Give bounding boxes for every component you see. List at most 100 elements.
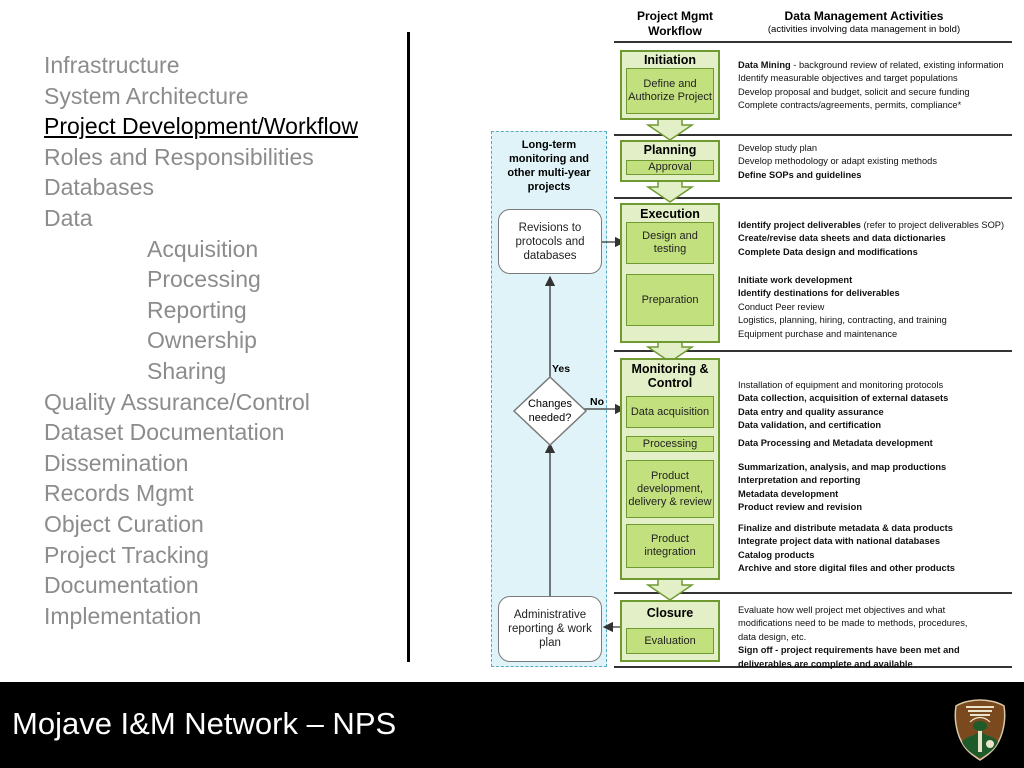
activity-text: Integrate project data with national dat… — [738, 536, 940, 547]
navigation-list: Infrastructure System Architecture Proje… — [44, 50, 358, 631]
activity-text: Metadata development — [738, 488, 839, 499]
step-processing: Processing — [626, 436, 714, 452]
activities-execution-design: Identify project deliverables (refer to … — [738, 219, 1004, 259]
activity-text: (refer to project deliverables SOP) — [860, 220, 1005, 230]
phase-execution-title: Execution — [640, 207, 700, 221]
activity-line: Complete Data design and modifications — [738, 246, 1004, 259]
activities-monitoring-products: Summarization, analysis, and map product… — [738, 461, 946, 515]
activity-text: Data collection, acquisition of external… — [738, 393, 949, 404]
nav-item-dissemination[interactable]: Dissemination — [44, 449, 189, 476]
nav-subitem-ownership[interactable]: Ownership — [147, 327, 257, 354]
activity-line: Identify destinations for deliverables — [738, 287, 947, 300]
activity-line: Develop methodology or adapt existing me… — [738, 155, 937, 168]
header-activities: Data Management Activities — [784, 9, 944, 23]
activity-line: Summarization, analysis, and map product… — [738, 461, 946, 474]
nav-item-data[interactable]: Data — [44, 204, 93, 231]
nav-item-roles-responsibilities[interactable]: Roles and Responsibilities — [44, 143, 314, 170]
nav-item-system-architecture[interactable]: System Architecture — [44, 82, 249, 109]
activity-text: Finalize and distribute metadata & data … — [738, 523, 953, 533]
nav-item-databases[interactable]: Databases — [44, 174, 154, 201]
nav-item-quality-assurance[interactable]: Quality Assurance/Control — [44, 388, 310, 415]
activity-line: Interpretation and reporting — [738, 474, 946, 487]
revisions-box: Revisions to protocols and databases — [498, 209, 602, 274]
activity-line: Create/revise data sheets and data dicti… — [738, 232, 1004, 245]
phase-closure-title: Closure — [646, 606, 694, 620]
activity-line: modifications need to be made to methods… — [738, 617, 967, 630]
step-data-acquisition: Data acquisition — [626, 396, 714, 428]
activity-text: deliverables are complete and available — [738, 658, 913, 669]
nav-subitem-reporting[interactable]: Reporting — [147, 296, 247, 323]
activity-text: modifications need to be made to methods… — [738, 618, 968, 629]
activity-text: Create/revise data sheets and data dicti… — [738, 233, 946, 244]
activities-initiation: Data Mining - background review of relat… — [738, 59, 1004, 113]
nav-item-project-tracking[interactable]: Project Tracking — [44, 541, 209, 568]
nav-subitem-acquisition[interactable]: Acquisition — [147, 235, 259, 262]
nav-item-dataset-documentation[interactable]: Dataset Documentation — [44, 419, 285, 446]
step-evaluation: Evaluation — [626, 628, 714, 654]
activity-line: Metadata development — [738, 488, 946, 501]
administrative-reporting-box: Administrative reporting & work plan — [498, 596, 602, 662]
activity-text: Develop proposal and budget, solicit and… — [738, 86, 970, 97]
activity-text: Evaluate how well project met objectives… — [738, 605, 946, 615]
phase-planning-title: Planning — [643, 143, 697, 157]
activity-text: Installation of equipment and monitoring… — [738, 380, 944, 390]
activity-line: Installation of equipment and monitoring… — [738, 379, 948, 392]
activity-line: Conduct Peer review — [738, 301, 947, 314]
activity-text: Complete contracts/agreements, permits, … — [738, 100, 962, 111]
activity-line: Define SOPs and guidelines — [738, 169, 937, 182]
separator-line — [614, 592, 1012, 594]
activity-text: Interpretation and reporting — [738, 475, 861, 486]
nav-subitem-sharing[interactable]: Sharing — [147, 357, 227, 384]
activity-line: Evaluate how well project met objectives… — [738, 604, 967, 617]
nav-item-implementation[interactable]: Implementation — [44, 602, 202, 629]
decision-label: Changes needed? — [527, 398, 573, 424]
activity-text: Develop study plan — [738, 143, 818, 153]
activity-line: Catalog products — [738, 549, 955, 562]
activity-text: data design, etc. — [738, 631, 807, 642]
activity-line: Complete contracts/agreements, permits, … — [738, 99, 1004, 112]
activity-line: Equipment purchase and maintenance — [738, 328, 947, 341]
activity-text: Define SOPs and guidelines — [738, 169, 862, 180]
activity-text: Identify measurable objectives and targe… — [738, 73, 958, 84]
activities-monitoring-acquisition: Installation of equipment and monitoring… — [738, 379, 948, 433]
nav-subitem-processing[interactable]: Processing — [147, 266, 261, 293]
step-product-integration: Product integration — [626, 524, 714, 568]
separator-line — [614, 134, 1012, 136]
activity-text: Develop methodology or adapt existing me… — [738, 156, 937, 167]
activity-text: Initiate work development — [738, 275, 853, 285]
step-preparation: Preparation — [626, 274, 714, 326]
activity-text: Data Mining — [738, 60, 791, 70]
yes-label: Yes — [552, 363, 571, 375]
activity-line: deliverables are complete and available — [738, 658, 967, 671]
activity-line: Data Mining - background review of relat… — [738, 59, 1004, 72]
nav-item-infrastructure[interactable]: Infrastructure — [44, 52, 180, 78]
activity-text: Data Processing and Metadata development — [738, 438, 933, 448]
activity-line: Identify project deliverables (refer to … — [738, 219, 1004, 232]
vertical-divider — [407, 32, 410, 662]
phase-initiation-title: Initiation — [643, 53, 697, 67]
activity-line: Develop study plan — [738, 142, 937, 155]
step-design-testing: Design and testing — [626, 222, 714, 264]
activity-text: Logistics, planning, hiring, contracting… — [738, 315, 947, 326]
footer-title: Mojave I&M Network – NPS — [12, 706, 397, 741]
activity-line: Data entry and quality assurance — [738, 406, 948, 419]
activity-line: Archive and store digital files and othe… — [738, 562, 955, 575]
activity-text: Equipment purchase and maintenance — [738, 328, 898, 339]
activity-text: Product review and revision — [738, 502, 862, 513]
activity-text: Catalog products — [738, 549, 815, 560]
activity-line: Data Processing and Metadata development — [738, 437, 933, 450]
activity-line: Data collection, acquisition of external… — [738, 392, 948, 405]
step-define-authorize: Define and Authorize Project — [626, 68, 714, 114]
activity-line: Identify measurable objectives and targe… — [738, 72, 1004, 85]
separator-line — [614, 197, 1012, 199]
activities-monitoring-processing: Data Processing and Metadata development — [738, 437, 933, 450]
nav-item-records-mgmt[interactable]: Records Mgmt — [44, 480, 194, 507]
nav-item-documentation[interactable]: Documentation — [44, 572, 199, 599]
nps-arrowhead-icon — [954, 699, 1006, 761]
activity-text: Complete Data design and modifications — [738, 246, 918, 257]
nav-item-project-development-workflow[interactable]: Project Development/Workflow — [44, 113, 359, 140]
activity-line: Data validation, and certification — [738, 419, 948, 432]
nav-item-object-curation[interactable]: Object Curation — [44, 510, 204, 537]
activity-text: Data validation, and certification — [738, 420, 882, 431]
